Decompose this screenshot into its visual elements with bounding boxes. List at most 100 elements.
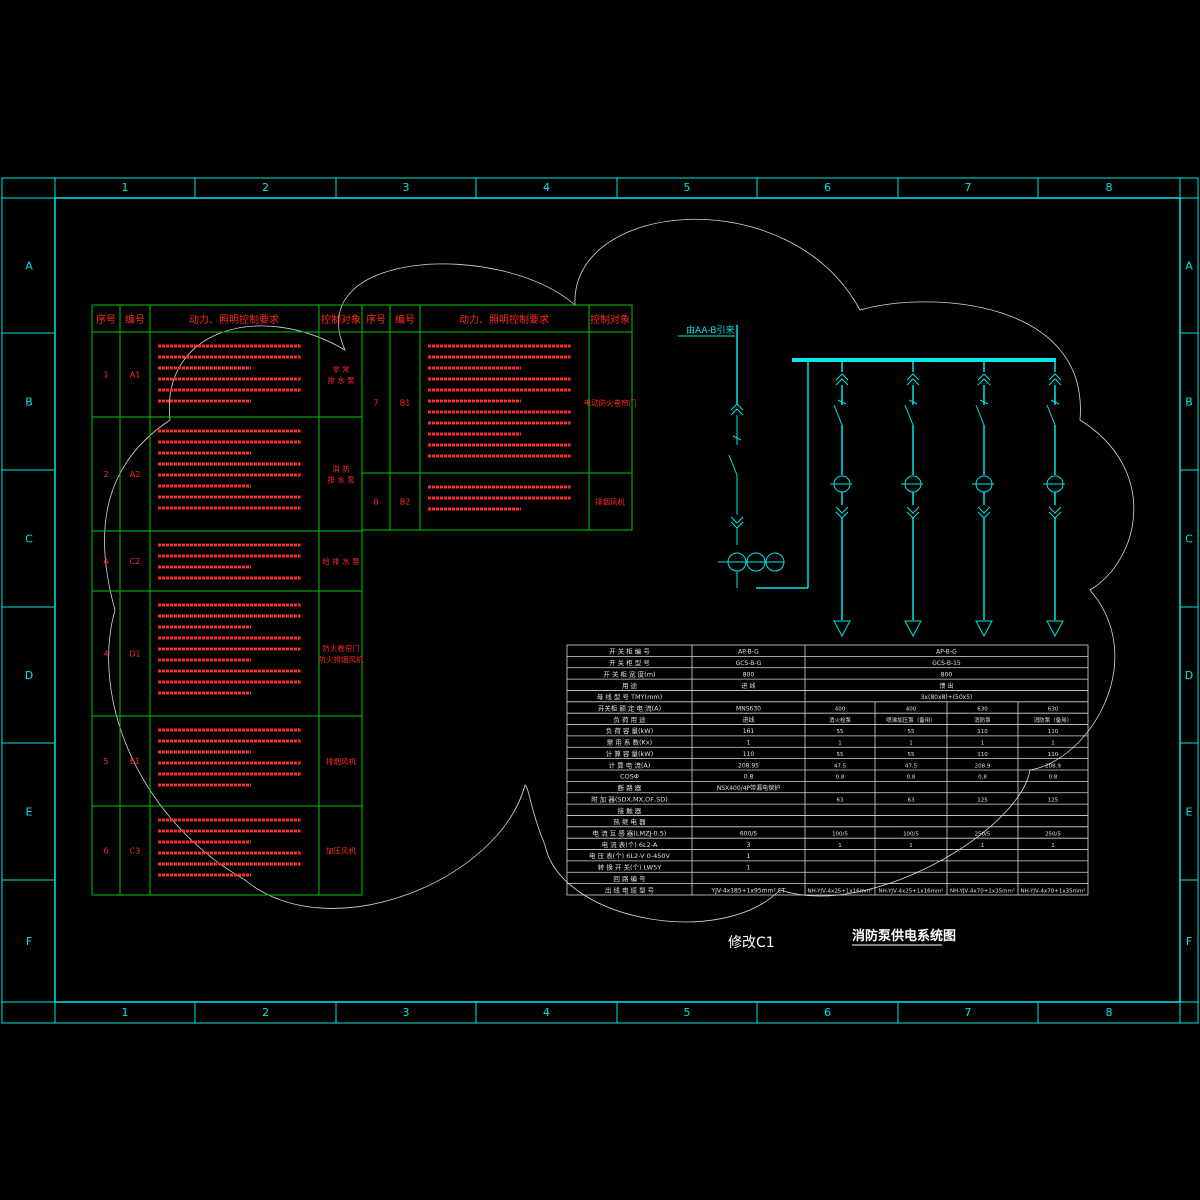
frame-col-label-bottom: 5 [684, 1006, 691, 1019]
table-row-object: 给 排 水 泵 [322, 556, 360, 566]
param-feeder-value: 0.8 [836, 775, 845, 781]
table-row-code: C3 [130, 847, 141, 856]
frame-row-label-right: E [1186, 806, 1193, 819]
table-row-seq: 5 [103, 757, 108, 766]
frame-row-label-right: B [1185, 396, 1193, 409]
param-incoming-value: 208.95 [738, 762, 759, 769]
param-row-label: 负 荷 容 量(kW) [606, 726, 653, 735]
param-row-label: 母 线 型 号 TMY(mm) [597, 692, 663, 701]
param-row-label: 附 加 器(SDX,MX,OF,SD) [591, 794, 668, 803]
frame-col-label-top: 5 [684, 181, 691, 194]
param-feeder-value: 0.8 [1049, 775, 1058, 781]
param-feeder-value: 55 [908, 729, 915, 735]
feeder-outlet-arrow [904, 620, 922, 638]
param-incoming-value: 800 [743, 671, 755, 678]
table-row-seq: 6 [103, 847, 108, 856]
frame-row-label-right: C [1185, 533, 1193, 546]
frame-col-label-top: 3 [403, 181, 410, 194]
table-row-seq: 7 [373, 399, 378, 408]
frame-row-label-right: F [1186, 935, 1192, 948]
drawing-title: 消防泵供电系统图 [852, 928, 956, 944]
param-feeder-value: 800 [941, 671, 953, 678]
table-row-code: A1 [130, 371, 141, 380]
param-feeder-value: 1 [1051, 843, 1055, 849]
table-row-object: 消 防 [332, 464, 350, 474]
param-feeder-value: 55 [837, 729, 844, 735]
param-incoming-value: NSX400/4P带漏电保护 [717, 784, 780, 792]
param-incoming-value: 进线 [742, 716, 754, 724]
param-incoming-value: 161 [743, 728, 755, 735]
param-feeder-value: 3x(80x8)+(50x5) [921, 694, 973, 701]
header-seq-2: 序号 [366, 313, 386, 326]
param-feeder-value: 47.5 [905, 763, 918, 769]
param-row-label: 开 关 柜 编 号 [609, 647, 650, 656]
header-code: 编号 [125, 313, 145, 326]
param-feeder-value: NH-YJV-4x25+1x16mm² [807, 887, 872, 894]
param-row-label: 转 换 开 关(个) LW5Y [598, 863, 661, 872]
param-incoming-value: 进 线 [742, 682, 756, 690]
param-feeder-value: 110 [977, 729, 988, 735]
param-feeder-value: 110 [977, 752, 988, 758]
param-incoming-value: 600/5 [740, 831, 757, 838]
param-feeder-value: 250/5 [975, 832, 991, 838]
param-feeder-value: 消防泵 [974, 716, 991, 724]
param-incoming-value: 0.8 [744, 774, 754, 781]
param-feeder-value: GCS-B-15 [932, 660, 961, 667]
param-feeder-value: 1 [1051, 741, 1055, 747]
param-feeder-value: AP-B-G [936, 649, 957, 656]
table-row-object: 排 水 泵 [327, 375, 355, 385]
table-row-object: 排烟风机 [326, 756, 356, 766]
param-feeder-value: 1 [838, 741, 842, 747]
incoming-source-label: 由AA-B引来 [686, 324, 734, 336]
param-feeder-value: 400 [906, 707, 917, 713]
header-code-2: 编号 [395, 313, 415, 326]
param-incoming-value: AP-B-G [738, 649, 759, 656]
frame-col-label-bottom: 6 [824, 1006, 831, 1019]
param-row-label: 出 线 电 缆 型 号 [605, 885, 655, 894]
param-feeder-value: 63 [837, 797, 844, 803]
param-feeder-value: 55 [837, 752, 844, 758]
param-feeder-value: 1 [909, 741, 913, 747]
param-row-label: 计 算 容 量(kW) [606, 749, 653, 758]
table-row-object: 非 常 [332, 364, 349, 374]
param-feeder-value: 0.8 [907, 775, 916, 781]
param-row-label: 计 算 电 流(A) [609, 760, 651, 769]
table-row-seq: 2 [103, 470, 108, 479]
param-feeder-value: 63 [908, 797, 915, 803]
frame-row-label-left: A [25, 260, 33, 273]
param-feeder-value: NH-YJV-4x25+1x16mm² [878, 887, 943, 894]
param-incoming-value: 1 [747, 865, 751, 872]
param-feeder-value: 208.9 [1045, 763, 1061, 769]
param-feeder-value: 250/5 [1045, 832, 1061, 838]
frame-row-label-left: C [25, 533, 33, 546]
param-incoming-value: 1 [747, 740, 751, 747]
param-row-label: 开关柜 额 定 电 流(A) [598, 704, 661, 713]
revision-label: 修改C1 [728, 935, 775, 951]
param-incoming-value: YJV-4x185+1x95mm² CT [710, 887, 785, 894]
frame-col-label-top: 4 [543, 181, 550, 194]
param-row-label: 电 流 互 感 器(LMZJ-0.5) [593, 829, 667, 838]
param-feeder-value: 100/5 [903, 832, 919, 838]
header-seq: 序号 [96, 313, 116, 326]
param-incoming-value: 110 [743, 751, 755, 758]
frame-row-label-left: F [26, 935, 32, 948]
table-row-object: 加压风机 [326, 846, 356, 856]
table-row-code: A2 [130, 470, 141, 479]
param-feeder-value: 1 [981, 741, 985, 747]
param-feeder-value: 100/5 [832, 832, 848, 838]
param-feeder-value: 125 [1048, 797, 1059, 803]
frame-col-label-bottom: 1 [122, 1006, 129, 1019]
param-feeder-value: 125 [977, 797, 988, 803]
param-feeder-value: 1 [981, 843, 985, 849]
param-feeder-value: 0.8 [978, 775, 987, 781]
frame-col-label-top: 2 [262, 181, 269, 194]
frame-col-label-top: 7 [965, 181, 972, 194]
frame-row-label-left: E [26, 806, 33, 819]
param-incoming-value: MNS630 [736, 706, 761, 713]
control-requirements-table: 序号 编号 动力、照明控制要求 控制对象 序号 编号 动力、照明控制要求 控制对… [91, 304, 636, 896]
param-row-label: 负 荷 用 途 [613, 715, 646, 724]
param-feeder-value: 1 [838, 843, 842, 849]
param-row-label: 开 关 柜 宽 度(m) [603, 669, 655, 678]
